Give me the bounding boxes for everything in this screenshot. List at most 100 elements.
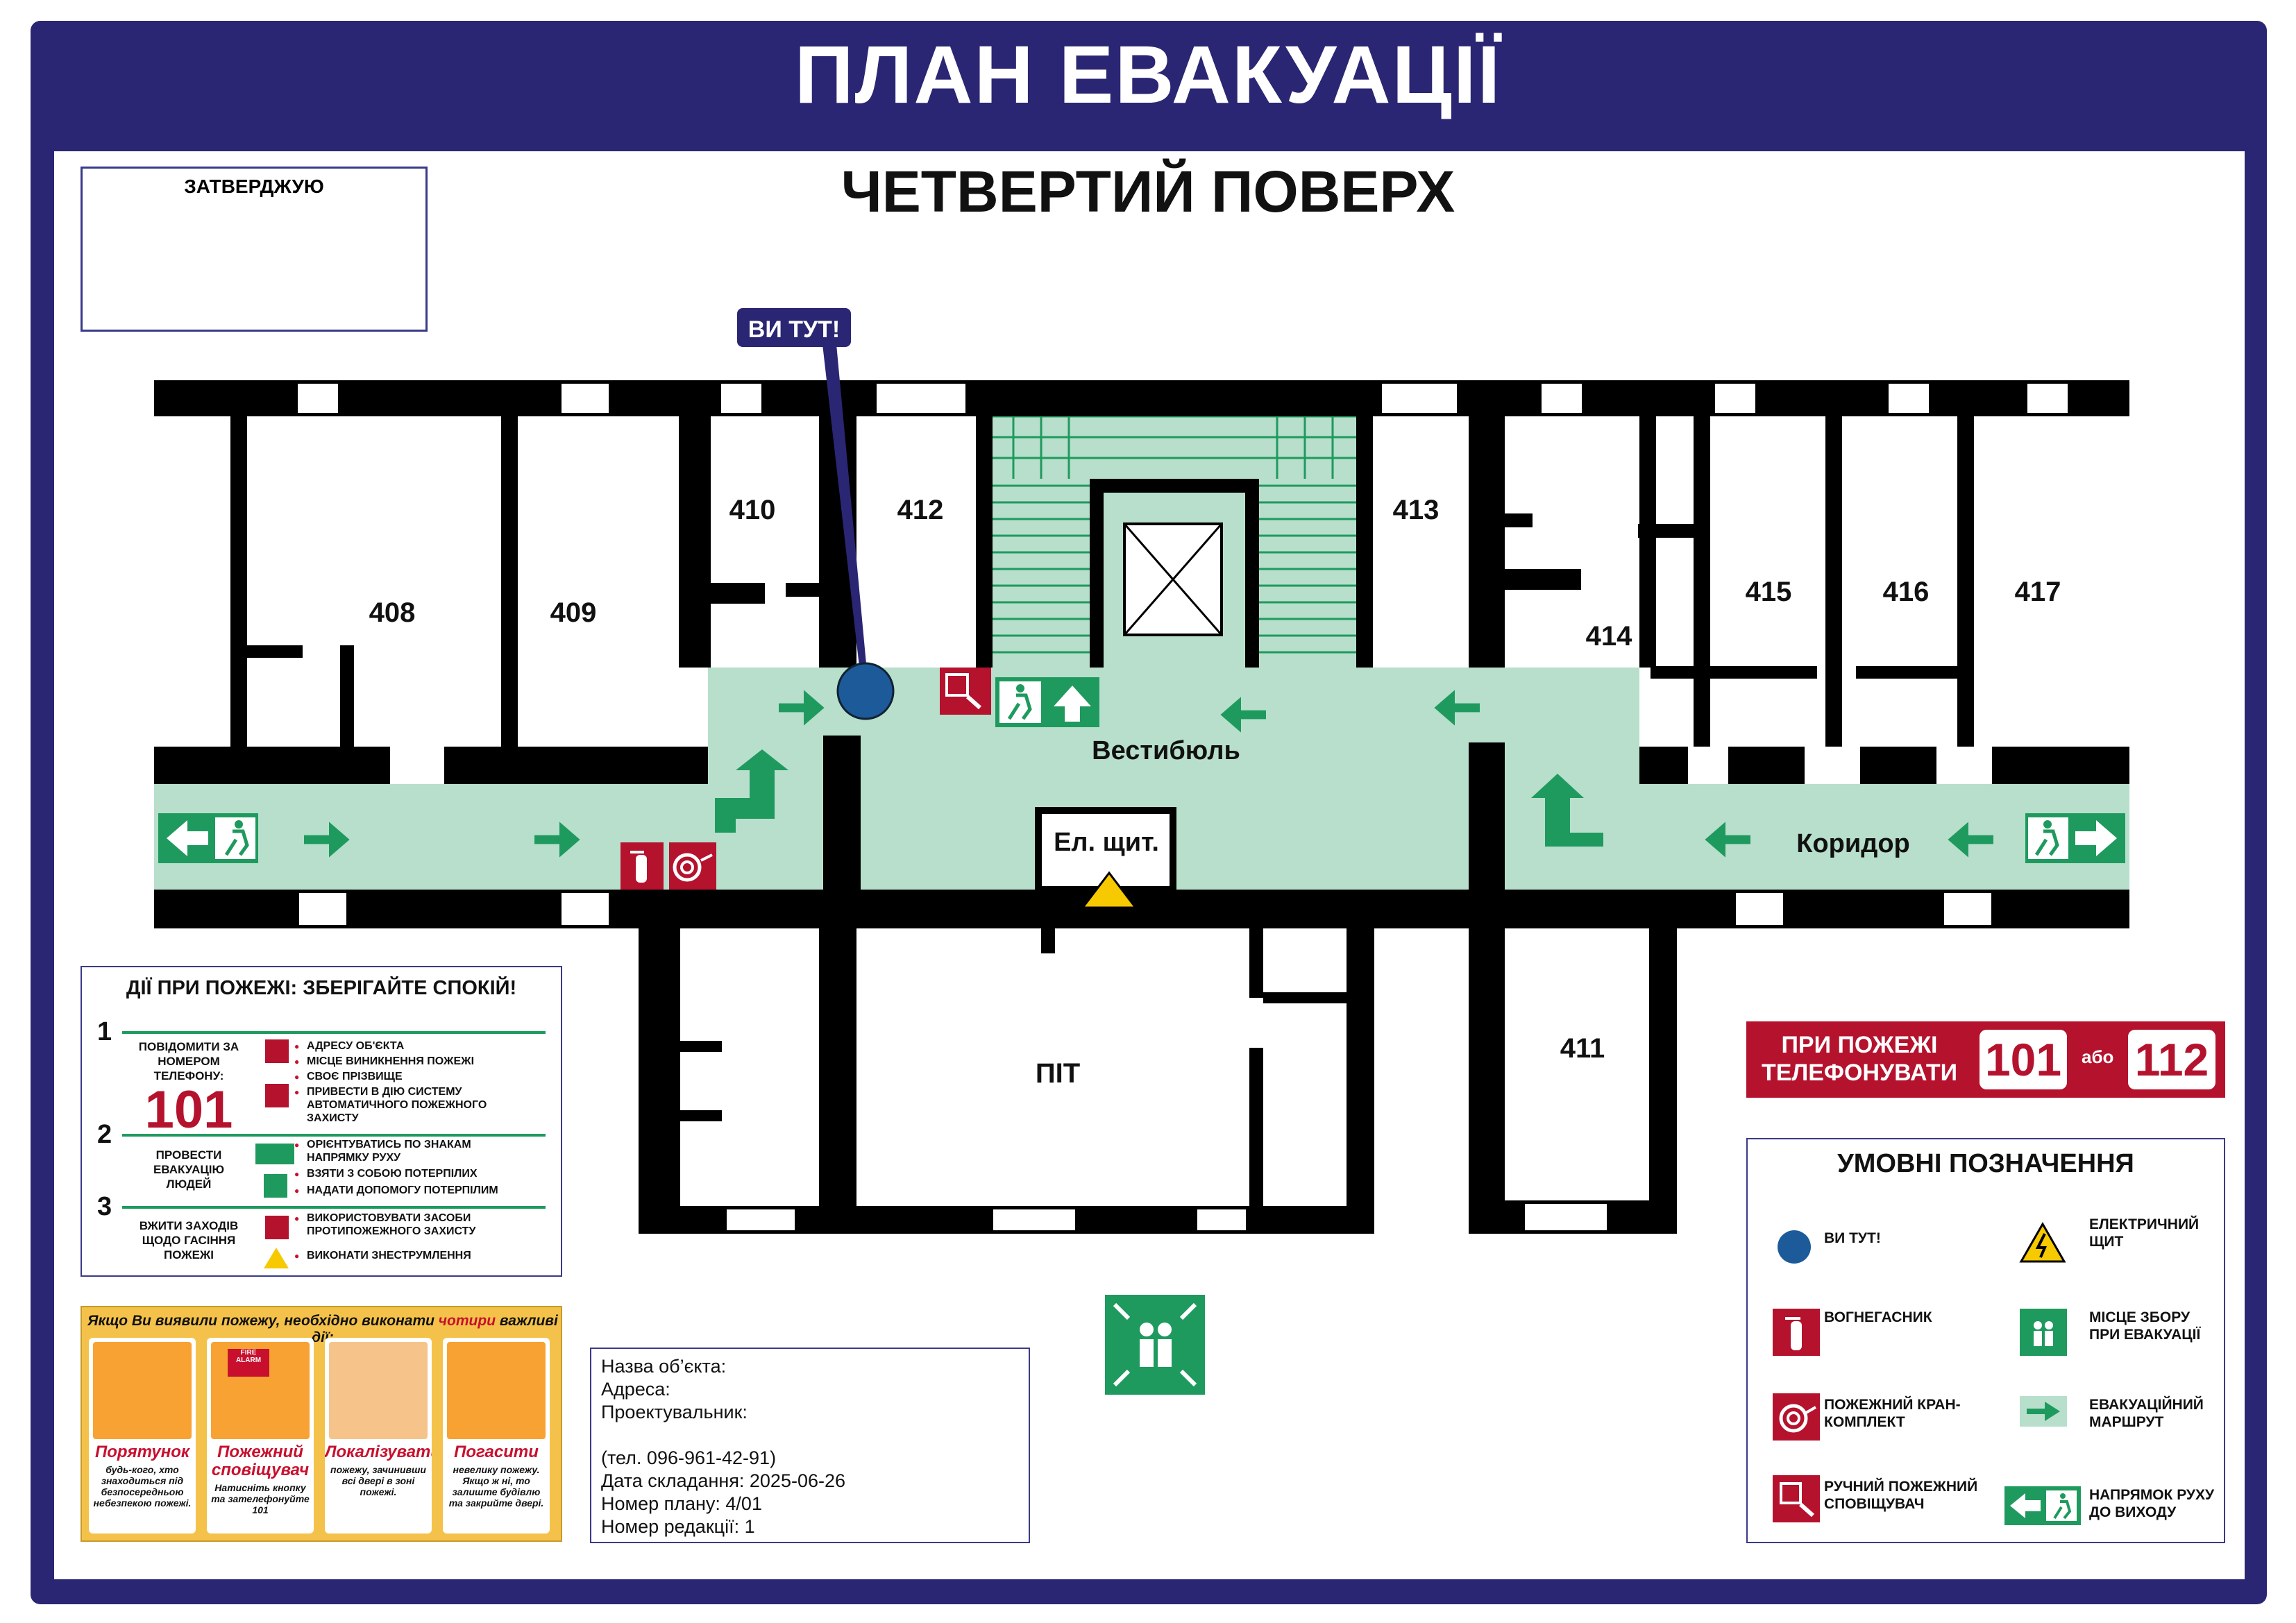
extinguisher-icon [1773, 1309, 1820, 1356]
exit-direction-icon [2004, 1486, 2081, 1525]
vestibule-label: Вестибюль [1092, 736, 1240, 765]
fire-extinguisher-icon [265, 1216, 289, 1239]
phone-101: 101 [1980, 1030, 2067, 1089]
room-414: 414 [1586, 621, 1632, 652]
legend-you-are-here: ВИ ТУТ! [1824, 1230, 1881, 1246]
evacuation-route-icon [2020, 1396, 2067, 1427]
fire-actions-box: ДІЇ ПРИ ПОЖЕЖІ: ЗБЕРІГАЙТЕ СПОКІЙ! 1 ПОВ… [81, 966, 562, 1277]
step-1-label: ПОВІДОМИТИ ЗА НОМЕРОМ ТЕЛЕФОНУ: [138, 1040, 239, 1082]
legend-fire-hose: ПОЖЕЖНИЙ КРАН-КОМПЛЕКТ [1824, 1397, 1961, 1430]
four-actions-panel: Якщо Ви виявили пожежу, необхідно викона… [81, 1306, 562, 1542]
rescue-illustration [93, 1342, 192, 1439]
step-1-item-1: АДРЕСУ ОБ'ЄКТА [294, 1039, 536, 1053]
step-2-label: ПРОВЕСТИ ЕВАКУАЦІЮ ЛЮДЕЙ [153, 1148, 225, 1191]
legend-title: УМОВНІ ПОЗНАЧЕННЯ [1837, 1149, 2134, 1178]
emergency-phone-banner: ПРИ ПОЖЕЖІ ТЕЛЕФОНУВАТИ 101 або 112 [1746, 1021, 2225, 1098]
assembly-point-sign [1105, 1295, 1205, 1395]
info-designer: Проектувальник: [601, 1402, 748, 1422]
info-tel: (тел. 096-961-42-91) [601, 1447, 777, 1468]
step-1-item-3: СВОЄ ПРІЗВИЩЕ [294, 1070, 536, 1084]
info-plan-number: Номер плану: 4/01 [601, 1493, 762, 1514]
card-alarm: FIRE ALARM Пожежний сповіщувач Натисніть… [207, 1338, 314, 1533]
step-2-line [122, 1134, 546, 1137]
card-localize-desc: пожежу, зачинивши всі двері в зоні пожеж… [330, 1464, 426, 1497]
fire-hose-sign [669, 842, 716, 890]
approval-box: ЗАТВЕРДЖУЮ [81, 167, 428, 332]
phone-112: 112 [2128, 1030, 2215, 1089]
four-intro-emphasis: чотири [438, 1313, 496, 1329]
electrical-panel-room [1035, 807, 1176, 909]
page-title: ПЛАН ЕВАКУАЦІЇ [794, 29, 1502, 121]
electrical-panel-label: Ел. щит. [1054, 828, 1159, 857]
fire-actions-title: ДІЇ ПРИ ПОЖЕЖІ: ЗБЕРІГАЙТЕ СПОКІЙ! [126, 977, 517, 999]
manual-alarm-icon [265, 1039, 289, 1063]
extinguish-illustration [447, 1342, 546, 1439]
four-intro-pre: Якщо Ви виявили пожежу, необхідно викона… [87, 1313, 439, 1329]
info-address: Адреса: [601, 1379, 670, 1400]
room-409: 409 [550, 597, 597, 628]
walls [154, 380, 2129, 1234]
step-3-item-2: ВИКОНАТИ ЗНЕСТРУМЛЕННЯ [294, 1249, 536, 1263]
step-3-item-1: ВИКОРИСТОВУВАТИ ЗАСОБИ ПРОТИПОЖЕЖНОГО ЗА… [294, 1212, 536, 1238]
legend-evacuation-route: ЕВАКУАЦІЙНИЙ МАРШРУТ [2089, 1397, 2204, 1430]
exit-sign-right [2025, 813, 2125, 863]
legend-assembly-point: МІСЦЕ ЗБОРУ ПРИ ЕВАКУАЦІЇ [2089, 1309, 2201, 1343]
room-412: 412 [897, 495, 944, 525]
four-actions-intro: Якщо Ви виявили пожежу, необхідно викона… [87, 1313, 558, 1346]
fire-extinguisher-sign [621, 842, 664, 890]
card-extinguish-title: Погасити [454, 1443, 539, 1461]
legend-extinguisher: ВОГНЕГАСНИК [1824, 1309, 1932, 1325]
step-2-item-1: ОРІЄНТУВАТИСЬ ПО ЗНАКАМ НАПРЯМКУ РУХУ [294, 1138, 536, 1164]
card-rescue-desc: будь-кого, хто знаходиться під безпосере… [93, 1464, 192, 1509]
localize-illustration [329, 1342, 428, 1439]
step-2-item-3: НАДАТИ ДОПОМОГУ ПОТЕРПІЛИМ [294, 1184, 536, 1198]
step-1-number: 1 [97, 1017, 112, 1046]
exit-direction-icon [255, 1144, 294, 1164]
card-localize-title: Локалізувати [325, 1443, 432, 1461]
card-rescue: Порятунок будь-кого, хто знаходиться під… [89, 1338, 196, 1533]
manual-call-point-icon [1773, 1475, 1820, 1522]
room-413: 413 [1393, 495, 1440, 525]
electric-hazard-icon [264, 1248, 289, 1268]
object-info-box: Назва об’єкта: Адреса: Проектувальник: (… [590, 1348, 1030, 1543]
room-411: 411 [1560, 1033, 1605, 1064]
room-pit: ПІТ [1036, 1058, 1080, 1089]
card-extinguish-desc: невелику пожежу. Якщо ж ні, то залиште б… [448, 1464, 544, 1509]
step-2-item-2: ВЗЯТИ З СОБОЮ ПОТЕРПІЛИХ [294, 1167, 536, 1181]
card-alarm-desc: Натисніть кнопку та зателефонуйте 101 [211, 1482, 310, 1515]
floor-title: ЧЕТВЕРТИЙ ПОВЕРХ [841, 159, 1455, 224]
info-date: Дата складання: 2025-06-26 [601, 1470, 846, 1491]
assembly-point-icon [2020, 1309, 2067, 1356]
step-1-line [122, 1031, 546, 1034]
you-are-here-icon [1778, 1230, 1811, 1264]
room-415: 415 [1746, 577, 1792, 607]
card-alarm-title: Пожежний сповіщувач [211, 1443, 310, 1479]
elevator-shaft [1123, 522, 1223, 636]
exit-sign-left [158, 813, 258, 863]
step-3-number: 3 [97, 1192, 112, 1221]
phone-text: ПРИ ПОЖЕЖІ ТЕЛЕФОНУВАТИ [1761, 1032, 1958, 1086]
alarm-illustration: FIRE ALARM [211, 1342, 310, 1439]
room-416: 416 [1883, 577, 1930, 607]
card-rescue-title: Порятунок [94, 1443, 190, 1461]
step-3-line [122, 1206, 546, 1209]
fire-hose-icon [1773, 1393, 1820, 1441]
legend-electric-panel: ЕЛЕКТРИЧНИЙ ЩИТ [2089, 1216, 2200, 1250]
card-extinguish: Погасити невелику пожежу. Якщо ж ні, то … [443, 1338, 550, 1533]
route-arrows [304, 690, 1993, 858]
step-1-item-2: МІСЦЕ ВИНИКНЕННЯ ПОЖЕЖІ [294, 1055, 536, 1069]
legend-box: УМОВНІ ПОЗНАЧЕННЯ ВИ ТУТ! ЕЛЕКТРИЧНИЙ ЩИ… [1746, 1138, 2225, 1543]
info-revision: Номер редакції: 1 [601, 1516, 755, 1537]
legend-exit-direction: НАПРЯМОК РУХУ ДО ВИХОДУ [2089, 1487, 2215, 1520]
room-410: 410 [729, 495, 776, 525]
room-417: 417 [2015, 577, 2061, 607]
electric-panel-icon [2019, 1221, 2066, 1263]
legend-manual-call-point: РУЧНИЙ ПОЖЕЖНИЙ СПОВІЩУВАЧ [1824, 1479, 1978, 1512]
info-name: Назва об’єкта: [601, 1356, 727, 1377]
exit-sign-stairs [995, 677, 1099, 727]
first-aid-icon [264, 1174, 287, 1198]
phone-or: або [2082, 1046, 2114, 1067]
step-1-item-4: ПРИВЕСТИ В ДІЮ СИСТЕМУ АВТОМАТИЧНОГО ПОЖ… [294, 1085, 529, 1125]
you-are-here-label: ВИ ТУТ! [748, 316, 840, 343]
